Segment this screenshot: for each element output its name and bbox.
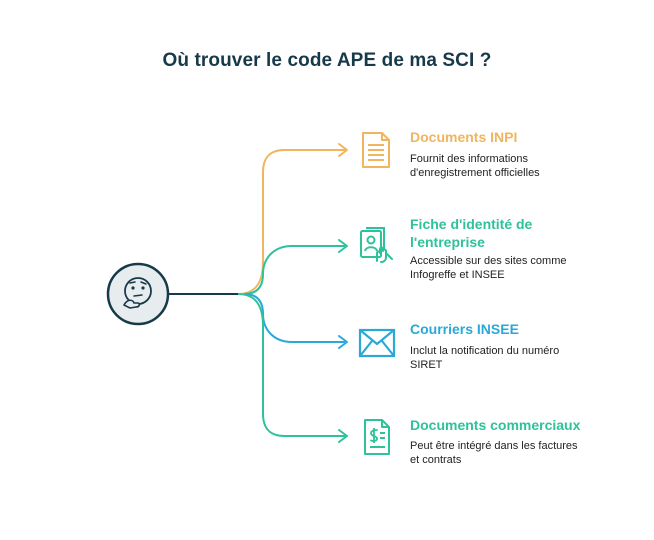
branch-title-documents-commerciaux: Documents commerciaux <box>410 417 581 433</box>
branch-title-fiche-identite-line-1: Fiche d'identité de <box>410 216 533 232</box>
branch-title-courriers-insee: Courriers INSEE <box>410 321 519 337</box>
arrowhead-courriers-insee <box>338 335 348 349</box>
connector-courriers-insee <box>243 293 345 343</box>
id-card-hand-icon <box>360 227 393 263</box>
branch-desc-courriers-insee-line-2: SIRET <box>410 359 443 371</box>
envelope-icon <box>358 328 396 358</box>
branch-title-fiche-identite-line-2: l'entreprise <box>410 234 485 250</box>
document-lines-icon <box>362 132 390 168</box>
branch-desc-fiche-identite-line-1: Accessible sur des sites comme <box>410 255 567 267</box>
arrowhead-documents-inpi <box>338 143 348 157</box>
arrowhead-documents-commerciaux <box>338 429 348 443</box>
branch-desc-documents-commerciaux-line-1: Peut être intégré dans les factures <box>410 440 578 452</box>
page-title: Où trouver le code APE de ma SCI ? <box>162 50 492 71</box>
branch-desc-documents-inpi-line-2: d'enregistrement officielles <box>410 167 540 179</box>
branch-desc-documents-inpi-line-1: Fournit des informations <box>410 153 528 165</box>
connector-fiche-identite <box>243 245 345 295</box>
connector-documents-inpi <box>237 149 345 295</box>
branch-desc-documents-commerciaux-line-2: et contrats <box>410 454 462 466</box>
branch-title-documents-inpi: Documents INPI <box>410 129 518 145</box>
branch-desc-fiche-identite-line-2: Infogreffe et INSEE <box>410 269 505 281</box>
invoice-dollar-icon <box>364 419 390 455</box>
thinking-face-icon <box>106 262 170 326</box>
branch-desc-courriers-insee-line-1: Inclut la notification du numéro <box>410 345 560 357</box>
connector-documents-commerciaux <box>237 293 345 437</box>
arrowhead-fiche-identite <box>338 239 348 253</box>
